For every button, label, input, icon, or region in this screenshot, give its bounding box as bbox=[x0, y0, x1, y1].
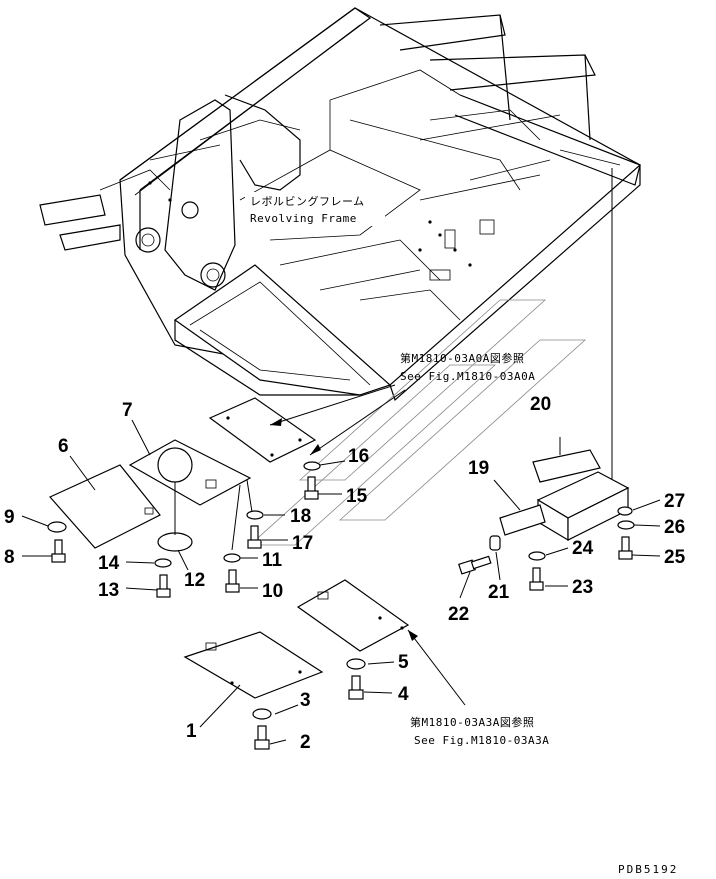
washer-24 bbox=[528, 551, 546, 561]
frame-label-jp: レボルビングフレーム bbox=[250, 194, 365, 208]
washer-5 bbox=[346, 658, 366, 670]
callout-19: 19 bbox=[468, 458, 489, 479]
bolt-2 bbox=[254, 725, 270, 750]
callout-20: 20 bbox=[530, 394, 551, 415]
callout-25: 25 bbox=[664, 547, 686, 568]
fasteners bbox=[47, 461, 635, 750]
callout-numbers: 1 2 3 4 5 6 7 8 9 10 11 12 13 14 15 16 1… bbox=[4, 394, 686, 753]
callout-2: 2 bbox=[300, 732, 311, 753]
callout-13: 13 bbox=[98, 580, 119, 601]
lower-cover-plate-a bbox=[296, 579, 410, 652]
ref-note-2-en: See Fig.M1810-03A3A bbox=[414, 734, 549, 747]
bolt-25 bbox=[618, 536, 633, 560]
revolving-frame: レボルビングフレーム Revolving Frame bbox=[39, 7, 642, 402]
washer-27 bbox=[617, 506, 633, 516]
ref-note-2-jp: 第M1810-03A3A図参照 bbox=[410, 715, 534, 729]
callout-3: 3 bbox=[300, 690, 311, 711]
bolt-4 bbox=[348, 675, 364, 700]
bolt-23 bbox=[529, 567, 544, 591]
clip-21 bbox=[489, 535, 501, 551]
callout-24: 24 bbox=[572, 538, 594, 559]
bolt-13 bbox=[156, 574, 171, 598]
callout-23: 23 bbox=[572, 577, 593, 598]
bolt-17 bbox=[247, 525, 262, 549]
callout-10: 10 bbox=[262, 581, 283, 602]
callout-22: 22 bbox=[448, 604, 469, 625]
ref-note-1-jp: 第M1810-03A0A図参照 bbox=[400, 351, 524, 365]
callout-21: 21 bbox=[488, 582, 510, 603]
callout-26: 26 bbox=[664, 517, 685, 538]
reference-notes: 第M1810-03A0A図参照 See Fig.M1810-03A0A 第M18… bbox=[400, 351, 549, 747]
box-19 bbox=[499, 471, 630, 542]
callout-18: 18 bbox=[290, 506, 311, 527]
washer-14 bbox=[154, 558, 172, 568]
washer-26 bbox=[617, 520, 635, 530]
bolt-22 bbox=[458, 555, 492, 575]
washer-16 bbox=[303, 461, 321, 471]
ref-note-1-en: See Fig.M1810-03A0A bbox=[400, 370, 535, 383]
callout-6: 6 bbox=[58, 436, 69, 457]
callout-1: 1 bbox=[186, 721, 197, 742]
callout-17: 17 bbox=[292, 533, 313, 554]
callout-14: 14 bbox=[98, 553, 120, 574]
bolt-8 bbox=[51, 539, 66, 563]
callout-8: 8 bbox=[4, 547, 15, 568]
callout-9: 9 bbox=[4, 507, 15, 528]
direction-arrows bbox=[248, 299, 587, 546]
cover-20 bbox=[532, 449, 601, 483]
callout-5: 5 bbox=[398, 652, 409, 673]
washer-3 bbox=[252, 708, 272, 720]
bolt-15 bbox=[304, 476, 319, 500]
bolt-10 bbox=[225, 569, 240, 593]
washer-11 bbox=[223, 553, 241, 563]
cover-plate-6 bbox=[49, 464, 161, 549]
round-cover-12 bbox=[157, 482, 193, 552]
drawing-code: PDB5192 bbox=[618, 863, 678, 876]
lower-cover-plate-b bbox=[183, 631, 324, 699]
washer-18 bbox=[246, 510, 264, 520]
callout-4: 4 bbox=[398, 684, 409, 705]
cover-plate-7 bbox=[128, 439, 252, 506]
callout-12: 12 bbox=[184, 570, 205, 591]
callout-15: 15 bbox=[346, 486, 368, 507]
leader-lines bbox=[21, 384, 661, 745]
callout-16: 16 bbox=[348, 446, 369, 467]
callout-7: 7 bbox=[122, 400, 133, 421]
frame-label-en: Revolving Frame bbox=[250, 212, 357, 225]
callout-11: 11 bbox=[262, 550, 283, 571]
upper-cover-plate bbox=[208, 397, 317, 463]
washer-9 bbox=[47, 521, 67, 533]
callout-27: 27 bbox=[664, 491, 685, 512]
